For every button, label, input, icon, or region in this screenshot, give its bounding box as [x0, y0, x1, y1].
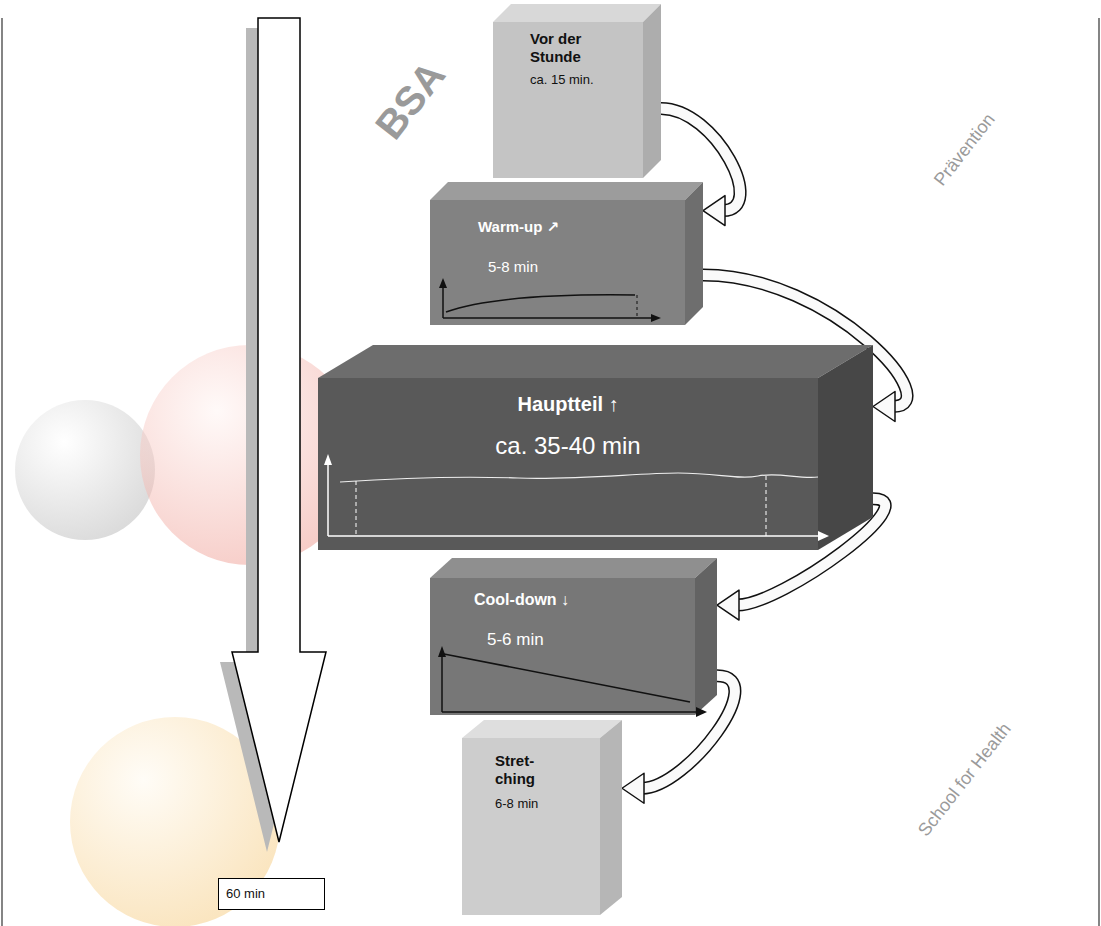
watermark-text: School for Health: [914, 719, 1016, 841]
phase-duration: 6-8 min: [495, 796, 538, 812]
chart-line: [327, 464, 329, 536]
watermark-text: BSA: [365, 52, 455, 148]
block-top-face: [318, 345, 873, 378]
chart-line: [443, 317, 652, 319]
phase-duration: ca. 15 min.: [530, 72, 594, 88]
chart-line: [441, 656, 443, 712]
chart-line: [328, 535, 818, 537]
phase-duration: 5-8 min: [488, 258, 538, 276]
block-front-face: [430, 578, 695, 715]
frame-line: [1098, 18, 1099, 926]
block-top-face: [430, 182, 703, 200]
chart-line: [766, 476, 767, 536]
chart-polygon: [651, 314, 661, 322]
intensity-chart: [324, 454, 829, 541]
total-time: 60 min: [226, 886, 265, 902]
arrow-head: [873, 392, 895, 422]
main-block: Hauptteil ↑ ca. 35-40 min: [318, 345, 873, 550]
arrow-head: [703, 196, 725, 226]
decor-sphere: [15, 400, 155, 540]
block-front-face: [430, 200, 685, 325]
block-side-face: [695, 558, 717, 715]
block-side-face: [643, 4, 661, 178]
chart-polygon: [438, 646, 446, 657]
chart-path: [446, 295, 635, 312]
phase-title: Stret- ching: [495, 752, 555, 788]
phase-title: Vor der Stunde: [530, 30, 610, 66]
phase-title: Warm-up ↗: [478, 218, 559, 236]
block-top-face: [493, 4, 661, 22]
time-arrow: [232, 18, 326, 842]
phase-block: Stret- ching 6-8 min: [462, 720, 622, 915]
intensity-chart: [439, 278, 661, 322]
frame-line: [1, 18, 2, 926]
box-outline: [219, 879, 325, 910]
phase-duration: 5-6 min: [487, 630, 544, 650]
chart-line: [356, 481, 357, 536]
phase-block: Warm-up ↗ 5-8 min: [430, 182, 703, 325]
chart-line: [637, 295, 638, 318]
block-front-face: [493, 22, 643, 178]
chart-polygon: [818, 531, 829, 541]
block-top-face: [430, 558, 717, 578]
chart-line: [442, 711, 696, 713]
chart-path: [340, 473, 818, 482]
chart-line: [442, 286, 444, 318]
chart-polygon: [439, 278, 447, 288]
chart-line: [444, 654, 690, 702]
watermark-text: Prävention: [930, 109, 1000, 190]
block-front-face: [462, 738, 600, 915]
block-front-face: [318, 378, 818, 550]
intensity-chart: [438, 646, 707, 717]
block-shape: [462, 720, 622, 915]
block-side-face: [685, 182, 703, 325]
block-top-face: [462, 720, 622, 738]
block-side-face: [818, 345, 873, 550]
total-time-box: 60 min: [218, 878, 325, 910]
arrow-head: [717, 590, 739, 620]
block-shape: [430, 182, 703, 325]
phase-block: Vor der Stunde ca. 15 min.: [493, 4, 661, 178]
phase-block: Cool-down ↓ 5-6 min: [430, 558, 717, 715]
chart-polygon: [696, 707, 707, 717]
block-side-face: [600, 720, 622, 915]
phase-duration: ca. 35-40 min: [495, 432, 640, 461]
phase-title: Hauptteil ↑: [517, 392, 618, 416]
block-shape: [430, 558, 717, 715]
arrow-head: [622, 773, 644, 803]
phase-title: Cool-down ↓: [474, 590, 569, 609]
chart-polygon: [324, 454, 332, 465]
